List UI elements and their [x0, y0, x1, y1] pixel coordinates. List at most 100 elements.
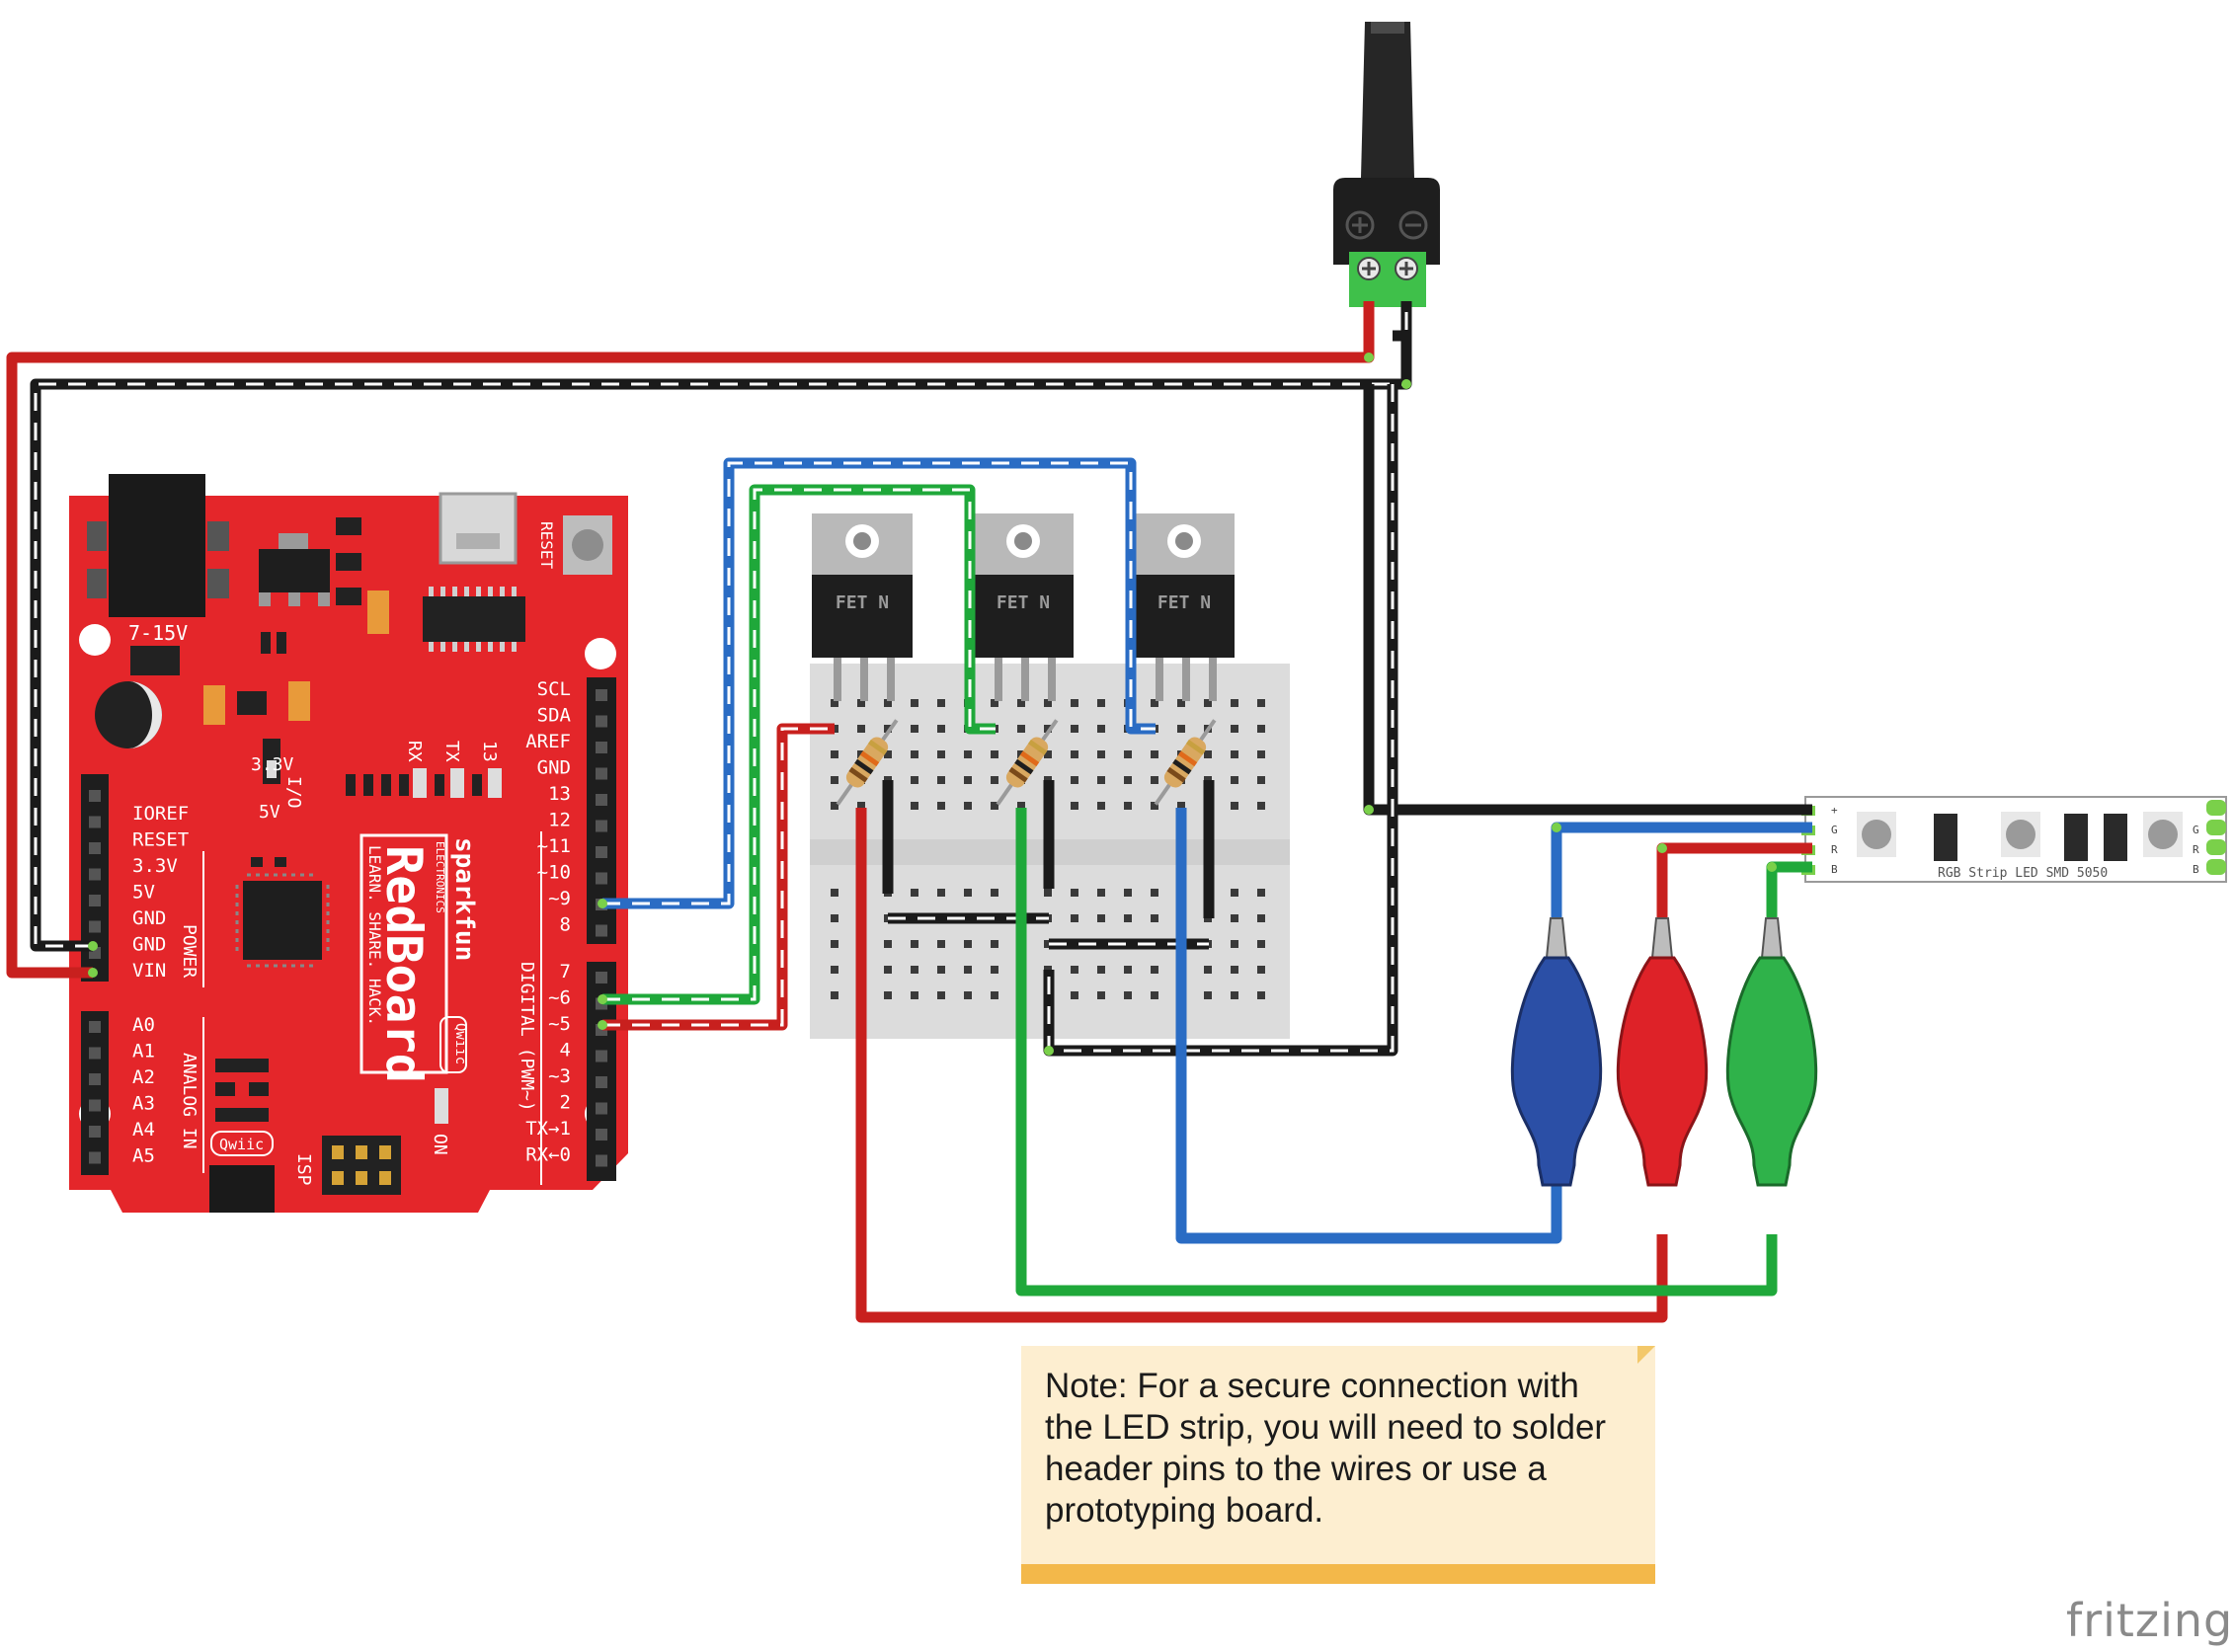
- resistors: [836, 719, 1217, 806]
- digital-pin-label: ~11: [537, 835, 571, 857]
- led-pin-r-right: R: [2193, 843, 2199, 856]
- breadboard-hole: [1071, 889, 1078, 897]
- analog-pin-label: A4: [132, 1119, 155, 1141]
- wires: [6, 301, 1812, 1323]
- power-pin-label: 3.3V: [132, 855, 178, 877]
- breadboard-hole: [884, 966, 892, 974]
- header-socket: [596, 1050, 607, 1062]
- header-socket: [89, 790, 101, 802]
- breadboard-hole: [1257, 750, 1265, 758]
- breadboard-hole: [1097, 699, 1105, 707]
- analog-label: ANALOG IN: [179, 1053, 199, 1149]
- breadboard-hole: [884, 725, 892, 733]
- digital-pin-label: SCL: [537, 678, 571, 700]
- breadboard-hole: [964, 889, 972, 897]
- breadboard-hole: [1151, 750, 1158, 758]
- note-fold: [1637, 1346, 1655, 1364]
- mount-hole: [585, 638, 616, 669]
- wire-highlight: [602, 727, 835, 1027]
- mosfet-transistor: FET N: [812, 513, 913, 701]
- breadboard-hole: [1231, 802, 1238, 810]
- wire-joint: [1657, 843, 1667, 853]
- breadboard-hole: [884, 699, 892, 707]
- breadboard-hole: [937, 991, 945, 999]
- breadboard-hole: [884, 940, 892, 948]
- breadboard-hole: [1231, 966, 1238, 974]
- wire: [1363, 384, 1812, 816]
- dc-power-jack: [1333, 22, 1440, 307]
- wire: [602, 723, 835, 1031]
- redboard: RESET 7-15V: [69, 474, 628, 1213]
- breadboard-hole: [831, 776, 838, 784]
- digital-pin-label: 8: [560, 914, 571, 936]
- breadboard-hole: [911, 991, 918, 999]
- wire-joint: [88, 968, 98, 978]
- breadboard-hole: [991, 991, 998, 999]
- tantalum-capacitor: [367, 590, 389, 634]
- breadboard-hole: [937, 725, 945, 733]
- resistor: [1154, 719, 1217, 806]
- wire-highlight: [602, 461, 1156, 905]
- breadboard-hole: [937, 750, 945, 758]
- breadboard-hole: [1044, 750, 1052, 758]
- wire: [6, 301, 1375, 979]
- digital-label: DIGITAL (PWM~): [517, 962, 537, 1112]
- power-label: POWER: [179, 924, 199, 978]
- alligator-clip: [1510, 917, 1603, 1187]
- breadboard-hole: [1124, 776, 1132, 784]
- breadboard-hole: [884, 750, 892, 758]
- breadboard-hole: [831, 940, 838, 948]
- header-socket: [596, 794, 607, 806]
- note-text: Note: For a secure connection with the L…: [1045, 1367, 1607, 1530]
- header-socket: [596, 742, 607, 753]
- breadboard-hole: [1124, 889, 1132, 897]
- digital-pin-label: ~3: [548, 1065, 571, 1087]
- status-leds: [346, 768, 502, 798]
- breadboard-hole: [991, 776, 998, 784]
- voltage-input-label: 7-15V: [128, 621, 188, 645]
- breadboard-hole: [1257, 889, 1265, 897]
- microcontroller: [243, 881, 322, 960]
- breadboard-hole: [1151, 802, 1158, 810]
- voltage-regulator: [259, 549, 330, 592]
- breadboard-hole: [1257, 991, 1265, 999]
- breadboard-hole: [1097, 750, 1105, 758]
- led-5050: [2143, 812, 2183, 857]
- smd-resistor: [2064, 814, 2088, 861]
- digital-pin-label: 13: [548, 783, 571, 805]
- note-box: Note: For a secure connection with the L…: [1021, 1346, 1655, 1584]
- breadboard-hole: [1124, 914, 1132, 922]
- breadboard-hole: [991, 699, 998, 707]
- digital-pin-label: RX←0: [525, 1144, 571, 1166]
- breadboard-hole: [1177, 699, 1185, 707]
- smd-resistor: [2104, 814, 2127, 861]
- header-socket: [596, 924, 607, 937]
- resistor: [996, 719, 1059, 806]
- breadboard-hole: [1177, 725, 1185, 733]
- breadboard-hole: [1231, 776, 1238, 784]
- breadboard-hole: [991, 802, 998, 810]
- breadboard-hole: [964, 940, 972, 948]
- header-socket: [89, 816, 101, 828]
- header-socket: [596, 820, 607, 832]
- wire-joints: [88, 353, 1777, 1056]
- breadboard-hole: [1124, 991, 1132, 999]
- redboard-pcb: [69, 496, 628, 1213]
- breadboard-hole: [911, 699, 918, 707]
- wire-joint: [1364, 805, 1374, 815]
- breadboard-hole: [1151, 966, 1158, 974]
- breadboard-hole: [1231, 914, 1238, 922]
- tagline-label: LEARN. SHARE. HACK.: [365, 845, 384, 1026]
- breadboard-hole: [1044, 889, 1052, 897]
- fritzing-watermark: fritzing: [2066, 1594, 2234, 1647]
- breadboard-hole: [1151, 889, 1158, 897]
- led-rx-label: RX: [404, 741, 425, 762]
- digital-pin-label: 2: [560, 1092, 571, 1114]
- brand-label: sparkfun: [449, 837, 479, 961]
- breadboard-hole: [831, 991, 838, 999]
- qwiic-label: Qwiic: [219, 1136, 264, 1153]
- breadboard-hole: [1071, 699, 1078, 707]
- wire-joint: [1767, 862, 1777, 872]
- breadboard-hole: [1204, 699, 1212, 707]
- analog-pin-label: A2: [132, 1066, 155, 1088]
